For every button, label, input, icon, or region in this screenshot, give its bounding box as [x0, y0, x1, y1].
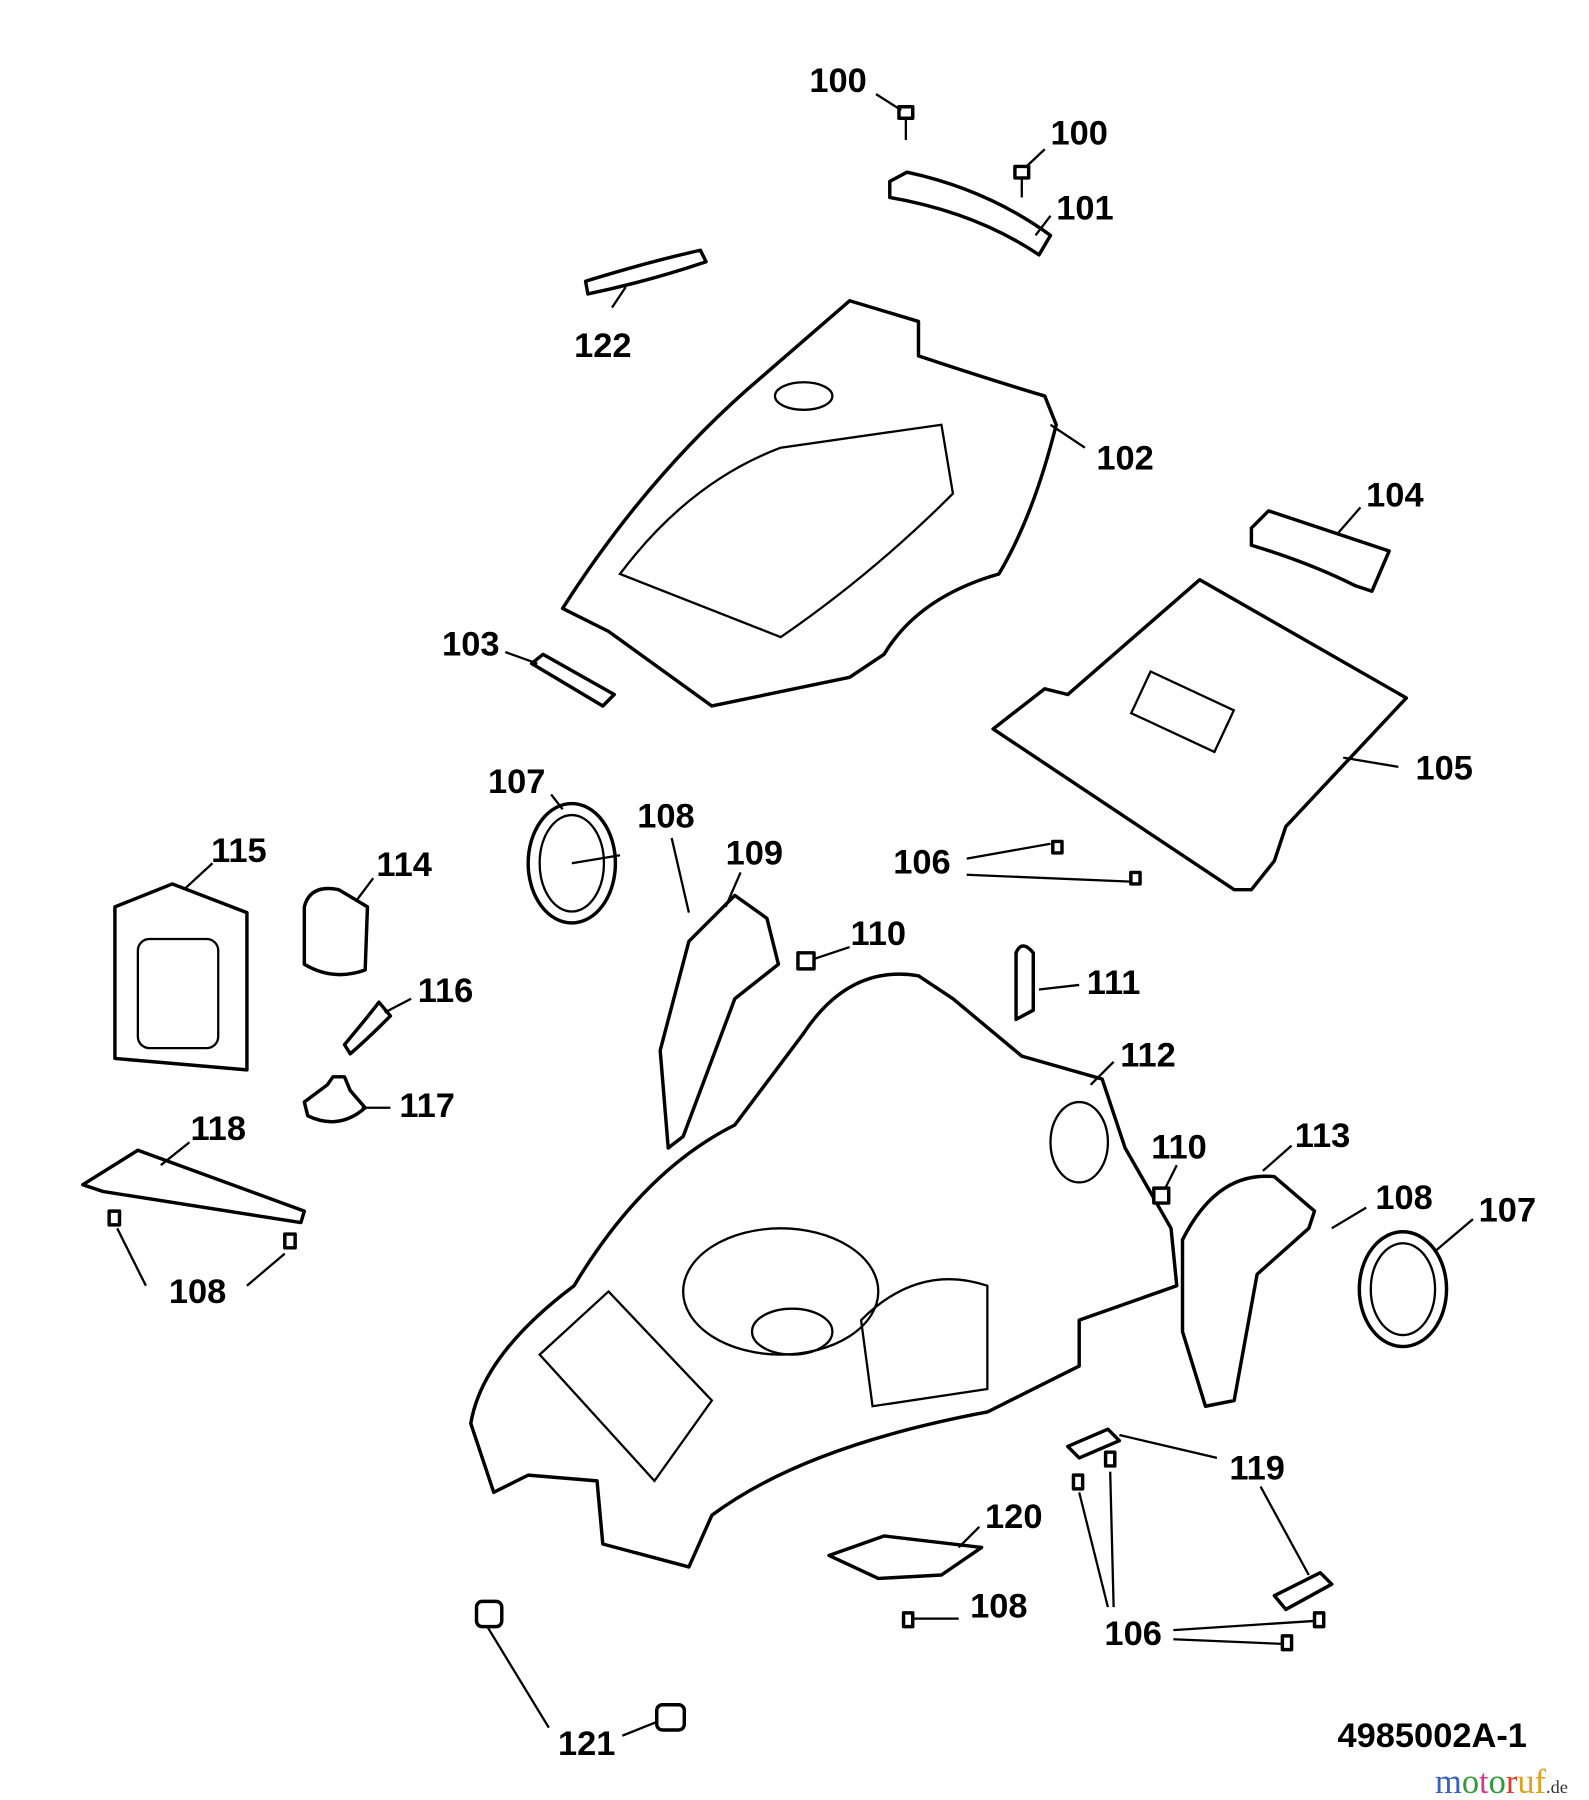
callout-118: 118 — [190, 1110, 246, 1148]
callout-109: 109 — [726, 834, 783, 872]
screws-108-left — [107, 1209, 297, 1250]
watermark-letter: m — [1435, 1763, 1462, 1800]
callout-110: 110 — [851, 915, 907, 953]
callout-110: 110 — [1151, 1128, 1207, 1166]
watermark-letter: o — [1462, 1763, 1479, 1800]
handle-grip-101 — [888, 170, 1053, 257]
callout-100: 100 — [809, 62, 866, 100]
callout-104: 104 — [1366, 476, 1423, 514]
callout-107: 107 — [488, 763, 545, 801]
callout-100: 100 — [1050, 115, 1107, 153]
side-guard-109 — [658, 893, 781, 1150]
watermark-logo: motoruf.de — [1435, 1763, 1568, 1800]
spring-111 — [1014, 944, 1035, 1022]
callout-114: 114 — [376, 846, 432, 884]
wheel-107-right — [1357, 1230, 1449, 1349]
diagram-code: 4985002A-1 — [1337, 1717, 1526, 1755]
callout-106: 106 — [1104, 1615, 1161, 1653]
motor-cover-102 — [560, 299, 1058, 708]
callout-115: 115 — [211, 832, 267, 870]
callout-105: 105 — [1416, 749, 1473, 787]
cover-plate-115 — [113, 882, 249, 1072]
callout-113: 113 — [1295, 1117, 1351, 1155]
screw-106-top — [1051, 839, 1142, 886]
callout-107: 107 — [1479, 1191, 1536, 1229]
watermark-letter: t — [1479, 1763, 1489, 1800]
plate-120 — [827, 1534, 984, 1581]
callout-111: 111 — [1087, 964, 1141, 1002]
callout-119: 119 — [1229, 1450, 1285, 1488]
callout-122: 122 — [574, 327, 631, 365]
nut-110b — [1152, 1186, 1171, 1205]
callout-108: 108 — [1375, 1179, 1432, 1217]
clip-121b — [655, 1702, 687, 1732]
callout-108: 108 — [169, 1273, 226, 1311]
callout-102: 102 — [1096, 440, 1153, 478]
nut-110a — [796, 951, 816, 971]
screw-100a — [897, 105, 915, 141]
bracket-118 — [81, 1148, 307, 1225]
watermark-letter: f — [1535, 1763, 1547, 1800]
latch-103 — [529, 652, 616, 708]
cap-117 — [302, 1075, 367, 1124]
screw-100b — [1013, 164, 1031, 198]
callout-103: 103 — [442, 625, 499, 663]
clip-121a — [474, 1599, 504, 1629]
callout-108: 108 — [970, 1587, 1027, 1625]
cable-122 — [583, 248, 708, 296]
lever-116 — [342, 1000, 393, 1056]
lid-105 — [991, 577, 1409, 892]
side-guard-113 — [1180, 1174, 1317, 1408]
wheel-107-left — [526, 801, 621, 925]
callout-112: 112 — [1120, 1036, 1176, 1074]
watermark-letter: u — [1517, 1763, 1534, 1800]
callout-117: 117 — [399, 1087, 455, 1125]
switch-114 — [302, 886, 370, 977]
housing-112 — [469, 972, 1179, 1569]
callout-116: 116 — [418, 972, 474, 1010]
callout-101: 101 — [1056, 189, 1113, 227]
bumper-119-top — [1065, 1427, 1122, 1460]
callout-labels: 100 100 101 122 102 104 103 105 107 108 … — [169, 62, 1536, 1763]
clip-104 — [1249, 509, 1391, 593]
watermark-letter: r — [1506, 1763, 1518, 1800]
callout-106: 106 — [893, 844, 950, 882]
watermark-letter: o — [1489, 1763, 1506, 1800]
callout-108: 108 — [637, 798, 694, 836]
leader-lines — [116, 93, 1474, 1737]
callout-120: 120 — [985, 1498, 1042, 1536]
bumper-119-bottom — [1272, 1570, 1334, 1612]
callout-121: 121 — [558, 1725, 615, 1763]
